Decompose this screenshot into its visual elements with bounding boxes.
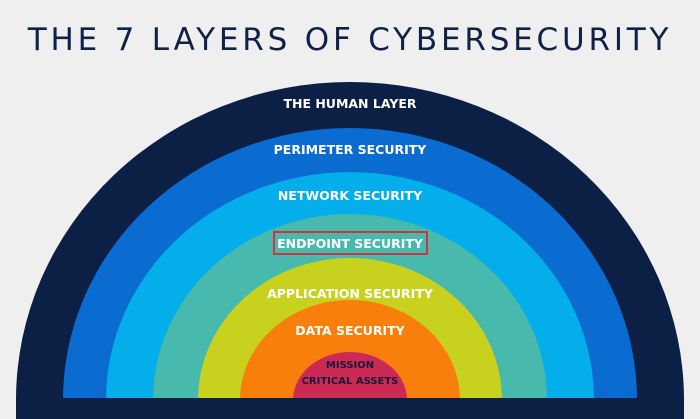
layer-label-data: DATA SECURITY <box>295 323 405 338</box>
diagram-title: THE 7 LAYERS OF CYBERSECURITY <box>27 22 673 58</box>
layer-label-human: THE HUMAN LAYER <box>283 96 416 111</box>
layer-label-endpoint: ENDPOINT SECURITY <box>277 236 424 251</box>
base-bar <box>16 398 684 419</box>
layer-label-perimeter: PERIMETER SECURITY <box>274 142 428 157</box>
layer-arc-data <box>240 300 460 400</box>
layer-arc-mission <box>293 352 407 400</box>
layer-label-application: APPLICATION SECURITY <box>267 286 434 301</box>
layer-label-mission-line2: CRITICAL ASSETS <box>302 376 399 387</box>
layer-label-mission-line1: MISSION <box>326 360 374 371</box>
endpoint-highlight-box <box>273 231 428 255</box>
layer-label-network: NETWORK SECURITY <box>278 188 423 203</box>
